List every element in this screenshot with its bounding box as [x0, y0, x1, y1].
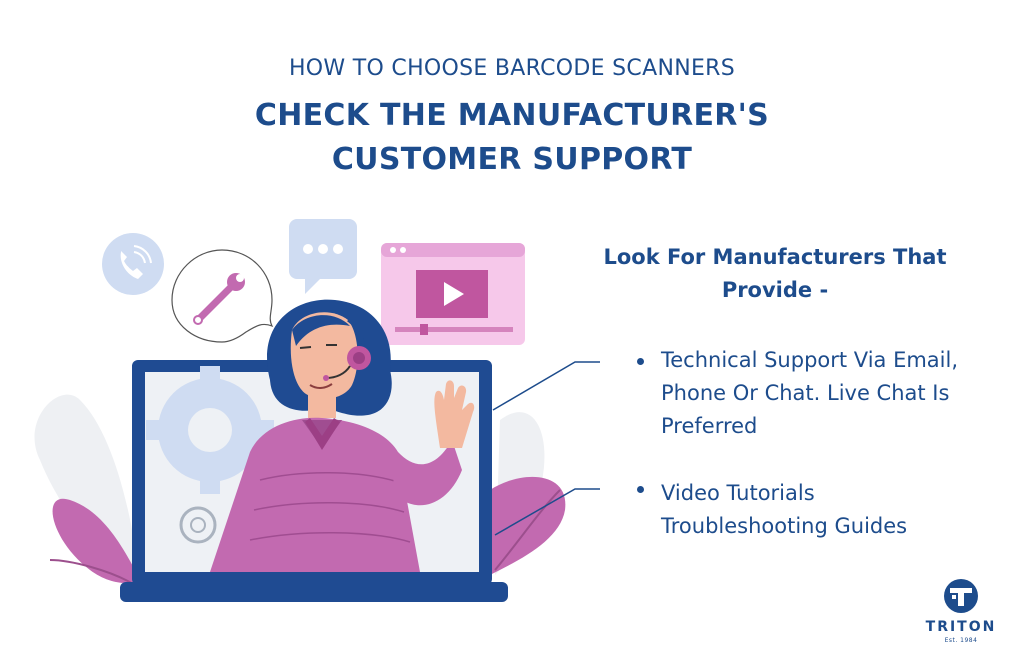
page-subtitle: HOW TO CHOOSE BARCODE SCANNERS	[288, 56, 736, 81]
connector-lines	[492, 361, 600, 536]
chat-bubble-icon	[289, 219, 357, 294]
wrench-icon	[171, 249, 274, 343]
page-title: CHECK THE MANUFACTURER'S CUSTOMER SUPPOR…	[254, 98, 770, 177]
support-agent-figure	[210, 299, 475, 572]
content-heading: Look For Manufacturers That Provide -	[603, 245, 947, 302]
gear-icon	[146, 366, 274, 544]
support-illustration	[34, 219, 600, 602]
bullet-dot	[637, 358, 644, 365]
triton-logo-icon	[944, 579, 978, 613]
logo-tagline: Est. 1984	[944, 637, 978, 644]
leaf-left-icon	[34, 394, 140, 586]
phone-icon	[102, 233, 164, 295]
logo-wordmark: TRITON	[925, 619, 997, 635]
bullet-item: Technical Support Via Email, Phone Or Ch…	[661, 348, 959, 438]
bullet-item: Video Tutorials Troubleshooting Guides	[661, 481, 908, 538]
leaf-right-icon	[490, 412, 566, 575]
bullet-dot	[637, 486, 644, 493]
video-player-icon	[381, 243, 525, 345]
